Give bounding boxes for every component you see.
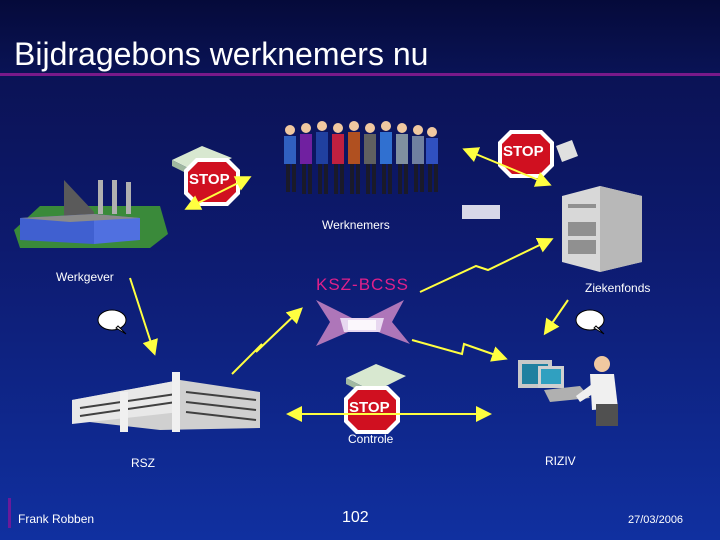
speech-bubble-icon: [97, 309, 127, 335]
stop-sign-label: STOP: [189, 171, 230, 188]
footer-accent-bar: [8, 498, 11, 528]
werknemers-label: Werknemers: [322, 218, 390, 232]
controle-label: Controle: [348, 432, 394, 446]
slide-title: Bijdragebons werknemers nu: [14, 36, 429, 72]
title-band: [0, 0, 720, 80]
riziv-label: RIZIV: [545, 454, 576, 468]
arrow-rsz-ksz: [231, 307, 303, 375]
page-number: 102: [342, 509, 369, 526]
arrow-ksz-ziekenfonds: [419, 238, 554, 293]
stop-sign-label: STOP: [503, 143, 544, 160]
arrow-werkgever-rsz: [129, 277, 158, 356]
arrow-ksz-riziv: [411, 339, 508, 362]
arrow-ziekenfonds-riziv: [543, 299, 569, 336]
factory-icon: [14, 180, 168, 248]
server-cabinet-icon: [562, 186, 642, 272]
computer-user-icon: [518, 356, 618, 426]
ziekenfonds-label: Ziekenfonds: [585, 281, 651, 295]
werkgever-label: Werkgever: [56, 270, 114, 284]
footer-date: 27/03/2006: [628, 514, 684, 526]
speech-bubble-icon: [575, 309, 605, 335]
footer-author: Frank Robben: [18, 512, 95, 526]
title-rule: [0, 73, 720, 76]
employees-group-icon: [284, 121, 438, 194]
rsz-label: RSZ: [131, 456, 155, 470]
arrow-werknemers-ziekenfonds: [462, 147, 552, 187]
ksz-label: KSZ-BCSS: [316, 275, 410, 294]
office-building-icon: [72, 372, 260, 432]
arrow-werkgever-werknemers: [184, 176, 252, 210]
ksz-network-icon: [316, 300, 410, 346]
stop-sign-label: STOP: [349, 399, 390, 416]
